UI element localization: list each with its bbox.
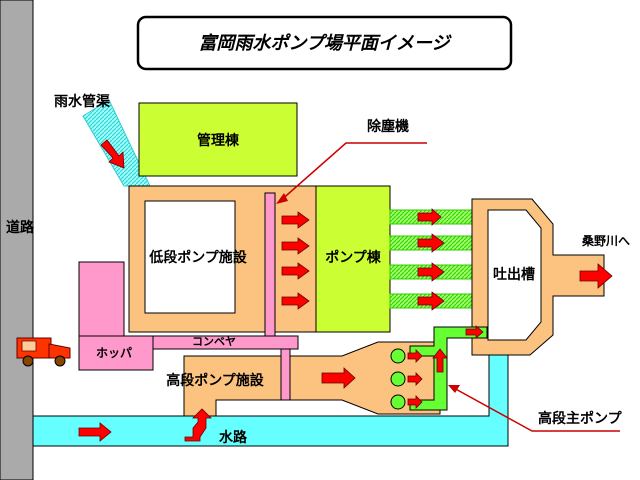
pump-building — [315, 185, 391, 333]
flow-arrow-low-2 — [281, 237, 310, 255]
flow-arrow-waterway — [78, 422, 112, 442]
low-pump-inner — [144, 200, 236, 314]
flow-arrow-main-pipe — [465, 325, 484, 339]
waterway — [32, 354, 509, 447]
hopper-lower — [78, 335, 154, 371]
flow-arrow-pipe-2 — [417, 233, 445, 253]
flow-arrow-pump-1 — [407, 349, 423, 363]
flow-arrow-pump-3 — [407, 395, 423, 409]
flow-arrow-pipe-3 — [417, 262, 445, 282]
low-pump-label: 低段ポンプ施設 — [148, 249, 248, 266]
discharge-tank-label: 吐出槽 — [493, 266, 535, 283]
road — [0, 0, 34, 480]
flow-arrow-low-1 — [281, 211, 310, 229]
conveyor-label: コンベヤ — [192, 335, 236, 348]
high-pump-label: 高段ポンプ施設 — [166, 372, 265, 389]
title-box — [136, 15, 513, 71]
rain-pipe-label: 雨水管渠 — [54, 93, 111, 110]
page-title: 富岡雨水ポンプ場平面イメージ — [198, 33, 452, 54]
management-label: 管理棟 — [197, 132, 240, 149]
flow-arrow-waterway-turn — [184, 408, 212, 442]
waterway-label: 水路 — [219, 429, 248, 446]
flow-arrow-up — [432, 348, 448, 373]
main-pump-leader-line — [451, 386, 620, 432]
management-building — [138, 102, 298, 177]
to-river-label: 桑野川へ — [582, 234, 630, 248]
discharge-tank-inner — [487, 209, 542, 341]
flow-arrow-low-4 — [281, 292, 310, 310]
conveyor-vertical-lower — [280, 348, 291, 401]
screen-label: 除塵機 — [367, 118, 409, 135]
flow-arrow-low-3 — [281, 262, 310, 280]
screen-leader-line — [278, 142, 427, 203]
screen-leader-arrowhead — [276, 193, 288, 204]
main-pump-leader-arrowhead — [448, 385, 460, 393]
main-pump-label: 高段主ポンプ — [538, 410, 623, 427]
hopper-label: ホッパ — [96, 346, 132, 360]
pump-building-label: ポンプ棟 — [325, 249, 382, 266]
conveyor-horizontal — [152, 335, 299, 350]
flow-arrow-to-river — [579, 263, 613, 289]
flow-arrows — [78, 139, 613, 442]
flow-arrow-pipe-1 — [417, 208, 442, 226]
pump-circle-2 — [390, 371, 406, 387]
pump-circle-1 — [390, 348, 406, 364]
flow-arrow-rain-pipe — [100, 139, 125, 169]
dump-truck-icon — [16, 337, 71, 367]
flow-arrow-pump-2 — [407, 372, 423, 386]
screen-conveyor-vertical — [264, 192, 276, 337]
pump-circle-3 — [390, 394, 406, 410]
flow-arrow-pipe-4 — [417, 291, 445, 311]
flow-arrow-high-pump — [321, 367, 356, 389]
road-label: 道路 — [6, 219, 35, 236]
high-pump-pipe — [409, 326, 488, 411]
